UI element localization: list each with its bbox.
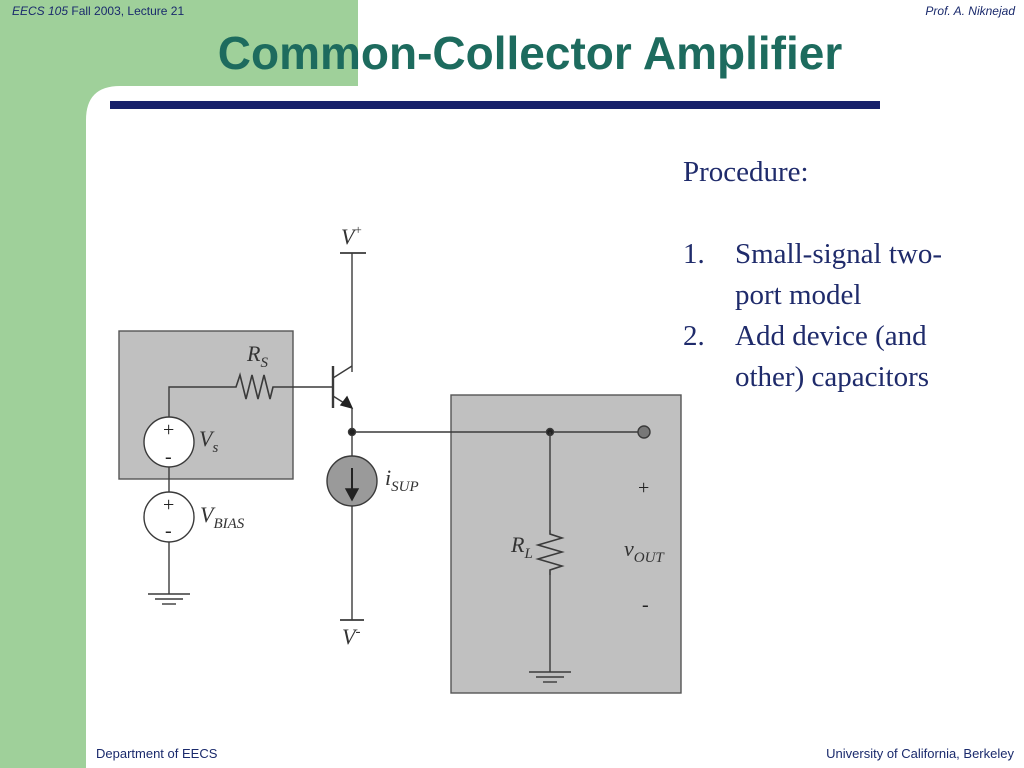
rs-left-wire bbox=[168, 386, 227, 417]
procedure-heading: Procedure: bbox=[683, 156, 809, 188]
vout-plus: + bbox=[638, 477, 649, 499]
isup-label: iSUP bbox=[385, 465, 419, 495]
vs-plus: + bbox=[163, 419, 174, 441]
output-terminal bbox=[637, 425, 651, 439]
header-course: EECS 105 Fall 2003, Lecture 21 bbox=[12, 4, 184, 18]
procedure-step: 2. Add device (and other) capacitors bbox=[683, 320, 930, 393]
bjt-collector bbox=[332, 365, 353, 379]
rl-resistor bbox=[535, 530, 565, 575]
emitter-node bbox=[347, 427, 357, 437]
rs-label: RS bbox=[246, 341, 268, 371]
vbias-plus: + bbox=[163, 494, 174, 516]
rl-label: RL bbox=[510, 532, 533, 562]
vs-minus: - bbox=[165, 446, 172, 468]
header-author: Prof. A. Niknejad bbox=[925, 4, 1015, 18]
vout-label: vOUT bbox=[624, 536, 665, 566]
source-box bbox=[118, 330, 294, 480]
course-term: Fall 2003, Lecture 21 bbox=[71, 4, 185, 18]
load-box bbox=[450, 394, 682, 694]
course-code: EECS 105 bbox=[12, 4, 69, 18]
vs-label: Vs bbox=[199, 426, 218, 456]
bjt-emitter-arrow bbox=[339, 395, 354, 410]
vminus-label: V- bbox=[342, 624, 360, 649]
vout-minus: - bbox=[642, 594, 649, 616]
footer-university: University of California, Berkeley bbox=[826, 746, 1014, 761]
vbias-minus: - bbox=[165, 520, 172, 542]
title-underline bbox=[110, 101, 880, 109]
procedure-list: Procedure: 1. Small-signal two- port mod… bbox=[683, 152, 1013, 398]
vbias-label: VBIAS bbox=[200, 502, 245, 532]
footer-department: Department of EECS bbox=[96, 746, 218, 761]
vplus-label: V+ bbox=[341, 222, 362, 249]
procedure-step: 1. Small-signal two- port model bbox=[683, 238, 943, 311]
rs-resistor bbox=[227, 372, 293, 400]
slide-title: Common-Collector Amplifier bbox=[217, 27, 843, 79]
